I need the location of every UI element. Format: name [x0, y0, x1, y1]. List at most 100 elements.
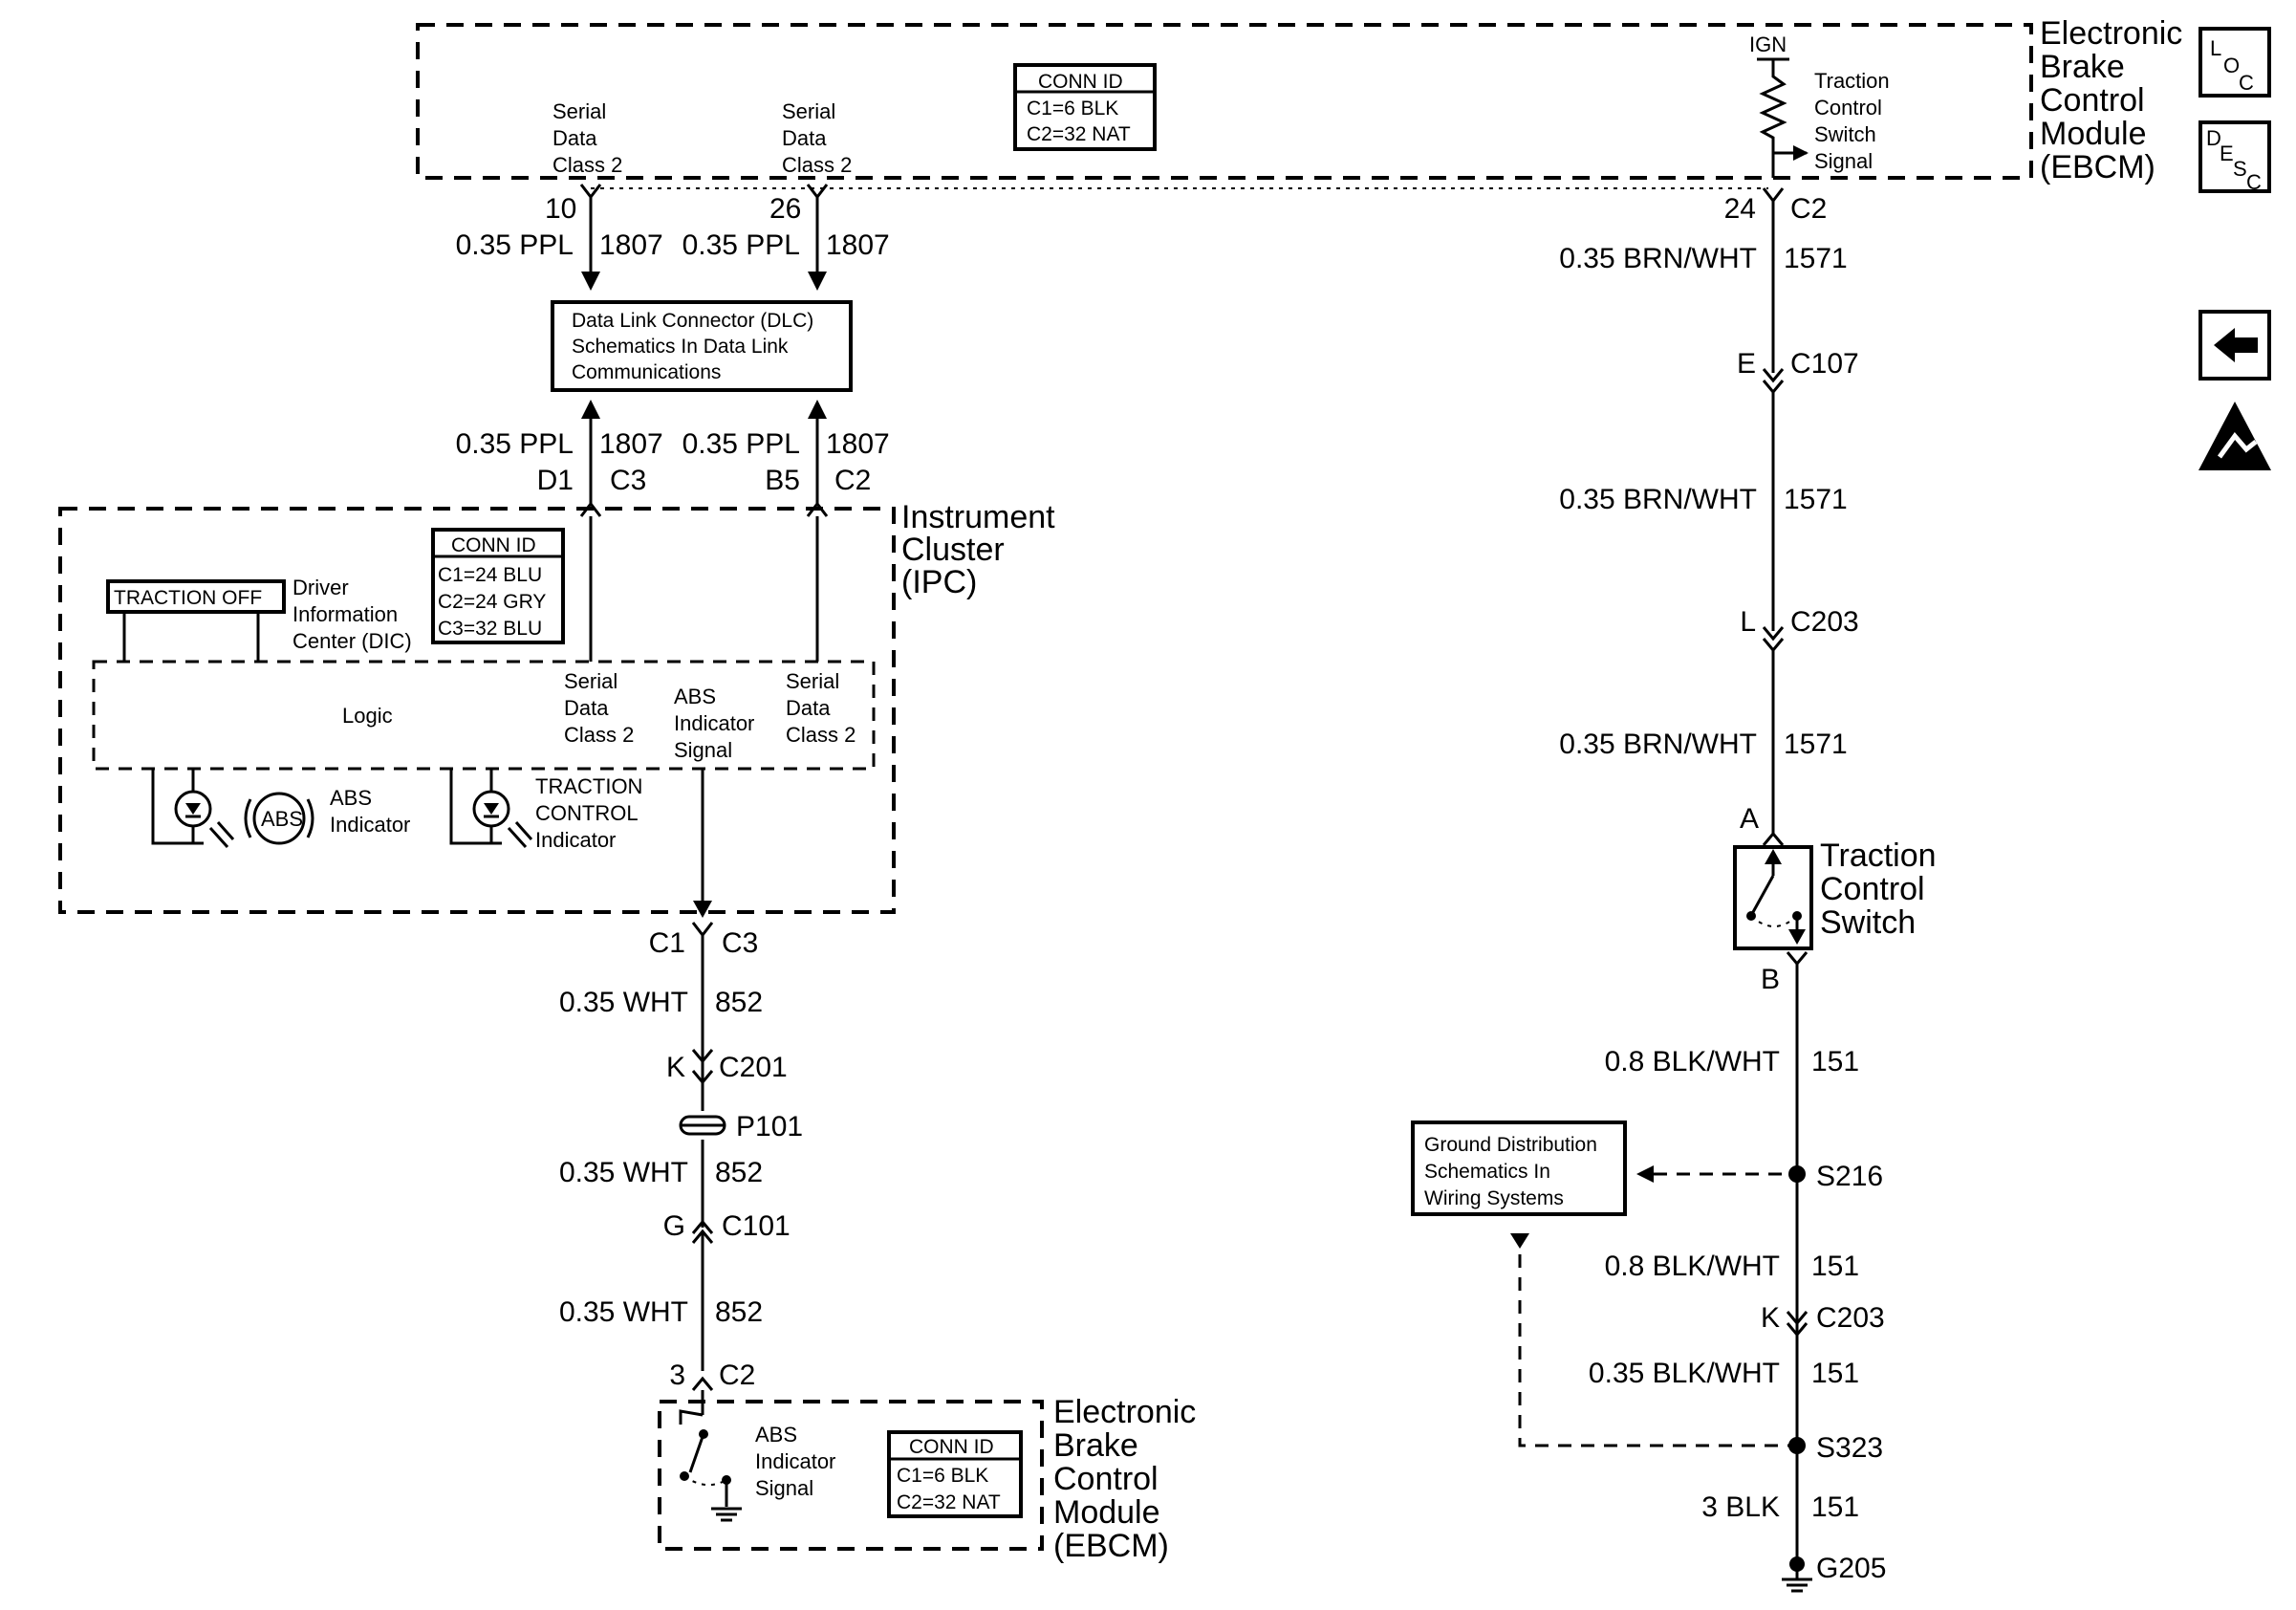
w151-2-gauge: 0.8 BLK/WHT: [1605, 1251, 1780, 1282]
ebcm-bottom-conn-id-title: CONN ID: [909, 1436, 994, 1458]
ebcm-pin-24: 24: [1724, 193, 1756, 225]
svg-text:S: S: [2233, 157, 2247, 181]
tcs-signal-label-1: Traction: [1814, 69, 1890, 93]
ipc-conn-id-line-3: C3=32 BLU: [438, 618, 542, 640]
dic-label-2: Information: [292, 602, 398, 626]
w1571-2-gauge: 0.35 BRN/WHT: [1559, 484, 1757, 515]
dlc-pin-10: 10: [545, 193, 576, 225]
dlc-box-line-2: Schematics In Data Link: [572, 336, 789, 358]
conn-c203-right: C203: [1816, 1302, 1885, 1334]
abs-badge-text: ABS: [261, 807, 303, 831]
ebcm-bottom-abs-signal-1: ABS: [755, 1423, 797, 1447]
tc-indicator-label-3: Indicator: [535, 828, 616, 852]
ipc-sdc-b-1: Serial: [786, 669, 839, 693]
w151-1-circuit: 151: [1811, 1046, 1859, 1077]
w852-2-gauge: 0.35 WHT: [559, 1157, 688, 1188]
ebcm-top-sdc-right-2: Data: [782, 126, 827, 150]
p101-label: P101: [736, 1111, 803, 1142]
ebcm-top-title-5: (EBCM): [2040, 149, 2155, 185]
ebcm-top-title-1: Electronic: [2040, 15, 2182, 52]
ebcm-bottom-conn-id-line-2: C2=32 NAT: [897, 1491, 1001, 1513]
ground-box-line-3: Wiring Systems: [1424, 1187, 1564, 1209]
tcs-pin-b: B: [1761, 964, 1780, 995]
ipc-boundary: [58, 507, 896, 914]
ipc-abs-signal-1: ABS: [674, 685, 716, 708]
ebcm-top-conn-id-line-1: C1=6 BLK: [1027, 98, 1118, 120]
ebcm-top-sdc-left-3: Class 2: [552, 153, 622, 177]
w1571-1-circuit: 1571: [1784, 243, 1848, 274]
loc-icon[interactable]: L O C: [2199, 27, 2271, 98]
dlc-box[interactable]: [551, 300, 853, 392]
ebcm-top-module: Electronic Brake Control Module (EBCM) C…: [416, 15, 2182, 185]
abs-badge-icon: ABS: [244, 792, 314, 845]
splice-s216: [1788, 1165, 1806, 1183]
pin-10-terminal: [579, 184, 602, 200]
w1571-1-gauge: 0.35 BRN/WHT: [1559, 243, 1757, 274]
ebcm-bottom-boundary: [658, 1400, 1044, 1551]
ebcm-bottom-abs-signal-2: Indicator: [755, 1449, 835, 1473]
ebcm-bottom-conn-id-line-1: C1=6 BLK: [897, 1465, 988, 1487]
dlc-wire-bot-a-circuit: 1807: [599, 428, 663, 460]
traction-control-switch-icon[interactable]: [1733, 845, 1813, 950]
ebcm-bottom-title-3: Control: [1053, 1461, 1159, 1497]
ipc-pin-d1: D1: [537, 465, 574, 496]
tcs-label-3: Switch: [1820, 904, 1916, 941]
desc-icon[interactable]: D E S C: [2199, 120, 2271, 194]
ebcm-top-title-4: Module: [2040, 116, 2147, 152]
abs-indicator-lamp-icon: [151, 769, 235, 849]
esd-warning-icon: [2199, 402, 2271, 470]
ipc-conn-id: CONN ID C1=24 BLU C2=24 GRY C3=32 BLU: [431, 528, 565, 644]
ipc-title-2: Cluster: [901, 532, 1005, 568]
conn-c101: C101: [722, 1210, 791, 1242]
traction-off-display: [106, 579, 286, 614]
tcs-signal-label-3: Switch: [1814, 122, 1876, 146]
w151-4-circuit: 151: [1811, 1491, 1859, 1523]
pin-26-terminal: [806, 184, 829, 200]
dlc-pin-26: 26: [769, 193, 801, 225]
p101-passthrough-icon: [679, 1115, 726, 1136]
ebcm-bottom-title-1: Electronic: [1053, 1394, 1196, 1430]
ign-label: IGN: [1749, 33, 1787, 56]
ebcm-bottom-title-5: (EBCM): [1053, 1528, 1169, 1564]
ground-distribution-box[interactable]: [1411, 1120, 1627, 1216]
traction-off-label: TRACTION OFF: [114, 587, 262, 609]
ebcm-top-sdc-right-3: Class 2: [782, 153, 852, 177]
ebcm-pin-3: 3: [669, 1360, 685, 1391]
tc-indicator-label-2: CONTROL: [535, 801, 639, 825]
ebcm-top-sdc-left-1: Serial: [552, 99, 606, 123]
ground-box-line-2: Schematics In: [1424, 1161, 1550, 1183]
pin-e: E: [1737, 348, 1756, 380]
w151-4-gauge: 3 BLK: [1701, 1491, 1780, 1523]
conn-c201: C201: [719, 1052, 788, 1083]
ebcm-conn-c2-right: C2: [1790, 193, 1827, 225]
ipc-conn-c2: C2: [834, 465, 871, 496]
w1571-3-circuit: 1571: [1784, 729, 1848, 760]
pin-l: L: [1740, 606, 1756, 638]
ebcm-top-sdc-right-1: Serial: [782, 99, 835, 123]
dlc-wire-top-b-gauge: 0.35 PPL: [682, 229, 800, 261]
dlc-wire-top-a-gauge: 0.35 PPL: [456, 229, 574, 261]
dic-label-1: Driver: [292, 576, 349, 599]
ebcm-bottom-abs-signal-3: Signal: [755, 1476, 813, 1500]
ebcm-top-conn-id-line-2: C2=32 NAT: [1027, 123, 1131, 145]
ipc-abs-signal-2: Indicator: [674, 711, 754, 735]
svg-text:C: C: [2246, 170, 2262, 194]
ebcm-bottom-conn-id: CONN ID C1=6 BLK C2=32 NAT: [887, 1430, 1023, 1518]
ipc-sdc-a-1: Serial: [564, 669, 617, 693]
dlc-box-line-1: Data Link Connector (DLC): [572, 310, 813, 332]
s323-label: S323: [1816, 1432, 1883, 1464]
w852-1-circuit: 852: [715, 987, 763, 1018]
tcs-signal-label-2: Control: [1814, 96, 1882, 120]
w151-2-circuit: 151: [1811, 1251, 1859, 1282]
dlc-box-line-3: Communications: [572, 361, 721, 383]
g205-label: G205: [1816, 1553, 1886, 1584]
ipc-sdc-a-2: Data: [564, 696, 609, 720]
w852-2-circuit: 852: [715, 1157, 763, 1188]
s216-label: S216: [1816, 1161, 1883, 1192]
svg-text:C: C: [2239, 71, 2254, 95]
traction-control-lamp-icon: [449, 769, 533, 849]
ipc-abs-signal-3: Signal: [674, 738, 732, 762]
ipc-sdc-b-3: Class 2: [786, 723, 856, 747]
back-arrow-icon[interactable]: [2199, 310, 2271, 381]
tcs-label-2: Control: [1820, 871, 1925, 907]
